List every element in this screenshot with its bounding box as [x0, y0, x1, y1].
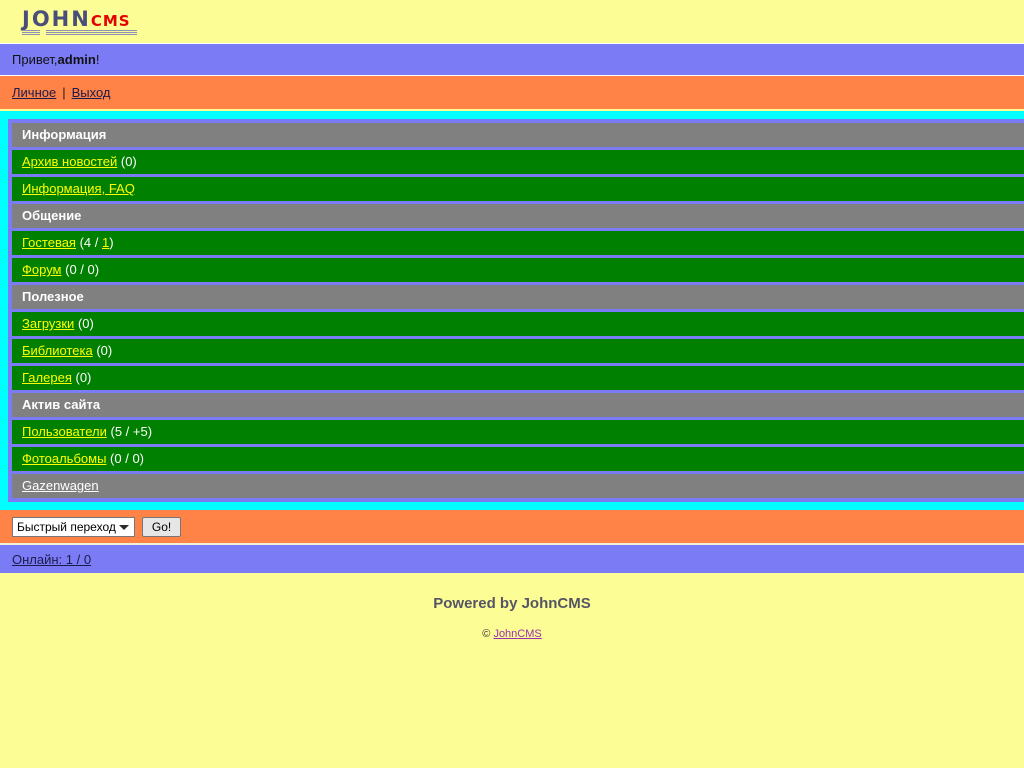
logo-text-john: JOHN	[22, 6, 91, 31]
powered-by-text: Powered by JohnCMS	[433, 595, 591, 612]
logo-text-cms: CMS	[90, 11, 131, 30]
menu-count-forum: (0 / 0)	[65, 262, 100, 277]
nav-link-logout[interactable]: Выход	[71, 85, 111, 100]
nav-separator: |	[62, 85, 66, 100]
menu-link-gazenwagen[interactable]: Gazenwagen	[22, 478, 99, 493]
menu-link-galereya[interactable]: Галерея	[22, 370, 72, 385]
menu-count-gostevaya-prefix: (4 /	[79, 235, 102, 250]
menu-item-galereya[interactable]: Галерея (0)	[12, 366, 1024, 390]
menu-count-polzovateli: (5 / +5)	[110, 424, 153, 439]
menu-link-arhiv-novostey[interactable]: Архив новостей	[22, 154, 118, 169]
menu-link-fotoalbomy[interactable]: Фотоальбомы	[22, 451, 107, 466]
top-nav-bar: Личное | Выход	[0, 76, 1024, 109]
chevron-down-icon	[118, 524, 129, 530]
greeting-bar: Привет, admin!	[0, 43, 1024, 76]
menu-count-zagruzki: (0)	[77, 316, 94, 331]
menu-item-arhiv-novostey[interactable]: Архив новостей (0)	[12, 150, 1024, 174]
menu-item-biblioteka[interactable]: Библиотека (0)	[12, 339, 1024, 363]
copyright-symbol: ©	[482, 628, 491, 640]
page-footer: Powered by JohnCMS © JohnCMS	[0, 573, 1024, 640]
menu-item-gazenwagen[interactable]: Gazenwagen	[12, 474, 1024, 498]
menu-link-zagruzki[interactable]: Загрузки	[22, 316, 75, 331]
menu-item-zagruzki[interactable]: Загрузки (0)	[12, 312, 1024, 336]
nav-link-personal[interactable]: Личное	[12, 85, 57, 100]
online-status-bar: Онлайн: 1 / 0	[0, 543, 1024, 573]
quick-jump-select[interactable]: Быстрый переход	[12, 516, 135, 537]
menu-link-informaciya-faq[interactable]: Информация, FAQ	[22, 181, 135, 196]
quick-jump-selected-value: Быстрый переход	[17, 519, 116, 534]
menu-count-galereya: (0)	[75, 370, 92, 385]
copyright-line: © JohnCMS	[0, 628, 1024, 640]
johncms-logo: JOHNCMS	[22, 6, 137, 35]
menu-outer-frame: Информация Архив новостей (0) Информация…	[0, 111, 1024, 510]
menu-count-arhiv-novostey: (0)	[120, 154, 137, 169]
menu-link-biblioteka[interactable]: Библиотека	[22, 343, 93, 358]
greeting-username: admin	[57, 52, 96, 67]
menu-link-forum[interactable]: Форум	[22, 262, 62, 277]
menu-item-polzovateli[interactable]: Пользователи (5 / +5)	[12, 420, 1024, 444]
menu-section-header-informaciya: Информация	[12, 123, 1024, 147]
menu-link-gostevaya[interactable]: Гостевая	[22, 235, 76, 250]
site-header: JOHNCMS	[0, 0, 1024, 43]
menu-section-header-poleznoe: Полезное	[12, 285, 1024, 309]
copyright-link-johncms[interactable]: JohnCMS	[493, 628, 542, 640]
menu-section-header-aktiv-sayta: Актив сайта	[12, 393, 1024, 417]
menu-list: Информация Архив новостей (0) Информация…	[8, 119, 1024, 502]
menu-count-biblioteka: (0)	[96, 343, 113, 358]
logo-stripes-decoration	[22, 29, 137, 35]
menu-count-fotoalbomy: (0 / 0)	[110, 451, 145, 466]
menu-item-fotoalbomy[interactable]: Фотоальбомы (0 / 0)	[12, 447, 1024, 471]
menu-item-informaciya-faq[interactable]: Информация, FAQ	[12, 177, 1024, 201]
menu-count-gostevaya-suffix: )	[109, 235, 114, 250]
menu-item-gostevaya[interactable]: Гостевая (4 / 1)	[12, 231, 1024, 255]
quick-jump-bar: Быстрый переход Go!	[0, 510, 1024, 543]
greeting-suffix: !	[95, 52, 100, 67]
menu-link-polzovateli[interactable]: Пользователи	[22, 424, 107, 439]
online-counter-link[interactable]: Онлайн: 1 / 0	[12, 551, 92, 567]
menu-count-gostevaya-new-link[interactable]: 1	[102, 235, 110, 250]
menu-section-header-obshchenie: Общение	[12, 204, 1024, 228]
go-button[interactable]: Go!	[141, 516, 182, 537]
greeting-prefix: Привет,	[12, 52, 58, 67]
menu-item-forum[interactable]: Форум (0 / 0)	[12, 258, 1024, 282]
